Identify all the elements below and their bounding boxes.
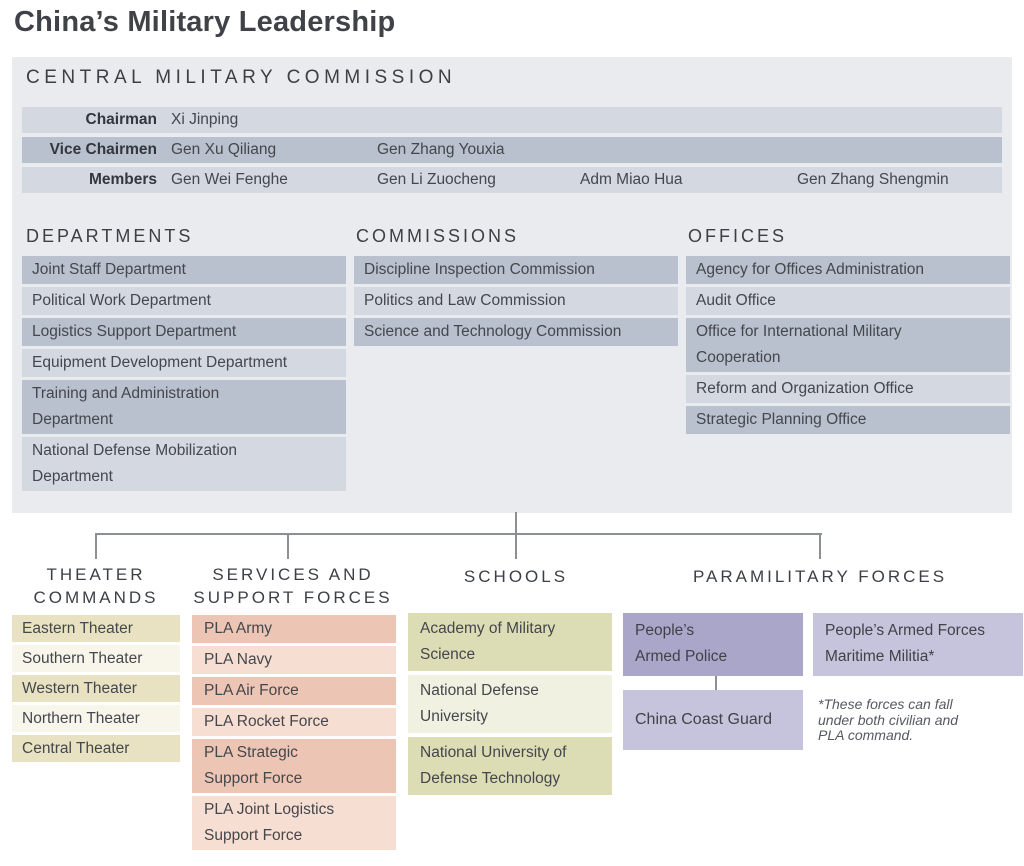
page-title: China’s Military Leadership [14, 6, 396, 38]
list-item: Logistics Support Department [22, 318, 346, 346]
list-item: Eastern Theater [12, 615, 180, 642]
list-item: Discipline Inspection Commission [354, 256, 678, 284]
list-item: Office for International Military Cooper… [686, 318, 1010, 372]
branch-heading-services: SERVICES AND SUPPORT FORCES [193, 565, 393, 607]
cmc-member: Gen Li Zuocheng [377, 171, 496, 188]
connector-drop-theater [95, 533, 97, 559]
cmc-member: Adm Miao Hua [580, 171, 683, 188]
list-item: Politics and Law Commission [354, 287, 678, 315]
list-item: Agency for Offices Administration [686, 256, 1010, 284]
list-item: Southern Theater [12, 645, 180, 672]
list-item: Joint Staff Department [22, 256, 346, 284]
cmc-member: Gen Xu Qiliang [171, 141, 277, 158]
list-item: PLA Strategic Support Force [192, 739, 396, 793]
offices-heading: OFFICES [688, 226, 788, 246]
list-item: National Defense University [408, 675, 612, 733]
list-item: Northern Theater [12, 705, 180, 732]
connector-horizontal [95, 533, 822, 535]
list-item: PLA Air Force [192, 677, 396, 705]
cmc-member: Xi Jinping [171, 111, 239, 128]
offices-list: Agency for Offices Administration Audit … [686, 256, 1010, 437]
cmc-row-chairman: Chairman Xi Jinping [22, 107, 1002, 133]
commissions-heading: COMMISSIONS [356, 226, 520, 246]
schools-list: Academy of Military Science National Def… [408, 613, 612, 799]
paramilitary-footnote: *These forces can fall under both civili… [818, 696, 959, 743]
connector-drop-schools [515, 512, 517, 559]
branch-heading-theater-commands: THEATER COMMANDS [33, 565, 159, 607]
cmc-member: Gen Wei Fenghe [171, 171, 288, 188]
list-item: Equipment Development Department [22, 349, 346, 377]
branch-heading-paramilitary: PARAMILITARY FORCES [692, 567, 948, 586]
branch-heading-schools: SCHOOLS [463, 567, 569, 586]
cmc-panel: CENTRAL MILITARY COMMISSION Chairman Xi … [12, 57, 1012, 513]
list-item: Strategic Planning Office [686, 406, 1010, 434]
cmc-row-members: Members Gen Wei Fenghe Gen Li Zuocheng A… [22, 167, 1002, 193]
list-item: Science and Technology Commission [354, 318, 678, 346]
connector-pap-coast-guard [715, 676, 717, 691]
cmc-row-vice-chairmen: Vice Chairmen Gen Xu Qiliang Gen Zhang Y… [22, 137, 1002, 163]
list-item: PLA Joint Logistics Support Force [192, 796, 396, 850]
commissions-list: Discipline Inspection Commission Politic… [354, 256, 678, 349]
cmc-member: Gen Zhang Shengmin [797, 171, 949, 188]
peoples-armed-police-box: People’s Armed Police [623, 613, 803, 676]
list-item: PLA Army [192, 615, 396, 643]
departments-list: Joint Staff Department Political Work De… [22, 256, 346, 494]
connector-drop-services [287, 533, 289, 559]
list-item: PLA Navy [192, 646, 396, 674]
connector-drop-paramilitary [819, 533, 821, 559]
cmc-heading: CENTRAL MILITARY COMMISSION [26, 67, 457, 88]
list-item: PLA Rocket Force [192, 708, 396, 736]
list-item: Academy of Military Science [408, 613, 612, 671]
list-item: National Defense Mobilization Department [22, 437, 346, 491]
departments-heading: DEPARTMENTS [26, 226, 194, 246]
list-item: Political Work Department [22, 287, 346, 315]
list-item: Western Theater [12, 675, 180, 702]
cmc-row-label: Members [88, 171, 157, 188]
theater-commands-list: Eastern Theater Southern Theater Western… [12, 615, 180, 765]
china-coast-guard-box: China Coast Guard [623, 690, 803, 750]
cmc-row-label: Chairman [85, 111, 158, 128]
cmc-row-label: Vice Chairmen [49, 141, 157, 158]
cmc-member: Gen Zhang Youxia [377, 141, 505, 158]
list-item: Reform and Organization Office [686, 375, 1010, 403]
maritime-militia-box: People’s Armed Forces Maritime Militia* [813, 613, 1023, 676]
list-item: Training and Administration Department [22, 380, 346, 434]
list-item: National University of Defense Technolog… [408, 737, 612, 795]
services-list: PLA Army PLA Navy PLA Air Force PLA Rock… [192, 615, 396, 853]
list-item: Central Theater [12, 735, 180, 762]
list-item: Audit Office [686, 287, 1010, 315]
